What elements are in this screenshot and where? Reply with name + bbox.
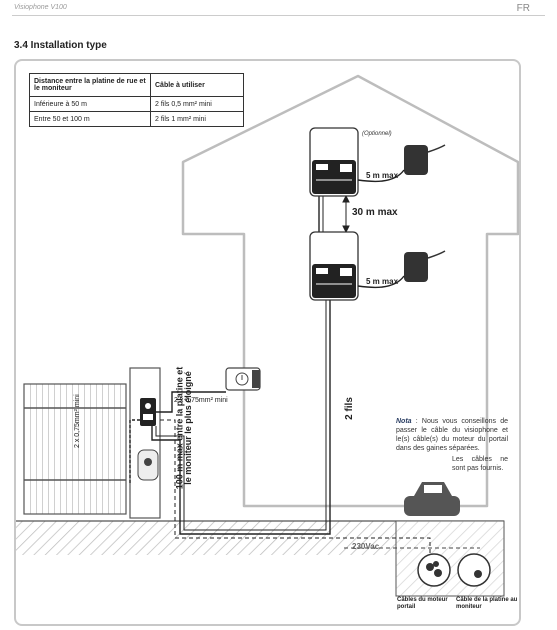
table-cell: 2 fils 1 mm² mini	[150, 111, 244, 127]
table-header-row: Distance entre la platine de rue et le m…	[29, 73, 244, 97]
note-text: Nous vous conseillons de passer le câble…	[396, 418, 508, 452]
car-icon	[404, 482, 460, 516]
monitor-top	[309, 127, 359, 197]
electric-lock	[225, 367, 261, 391]
header-divider	[12, 15, 545, 16]
table-cell: 2 fils 0,5 mm² mini	[150, 96, 244, 112]
table-row: Entre 50 et 100 m 2 fils 1 mm² mini	[29, 111, 244, 127]
cable-motor-label: 2 x 0,75mm² mini	[74, 394, 81, 448]
language-code: FR	[516, 3, 530, 14]
table-header-distance: Distance entre la platine de rue et le m…	[29, 73, 151, 97]
door-station	[140, 398, 156, 426]
table-cell: Inférieure à 50 m	[29, 96, 151, 112]
note-lead: Nota	[396, 418, 412, 425]
wiring	[129, 292, 331, 535]
note-box: Nota : Nous vous conseillons de passer l…	[396, 418, 508, 472]
power-adapter-top	[404, 144, 446, 175]
optional-label: (Optionnel)	[362, 131, 392, 137]
gate-motor	[137, 449, 159, 481]
vac-label: 230Vac	[352, 542, 380, 551]
conduit-motor	[417, 553, 451, 587]
table-row: Inférieure à 50 m 2 fils 0,5 mm² mini	[29, 96, 244, 112]
arrow-30m	[342, 194, 350, 234]
distance-5m-top: 5 m max	[366, 171, 399, 180]
house-outline	[181, 74, 520, 508]
gate	[23, 383, 127, 515]
motor-cable	[160, 419, 431, 555]
cables-motor-label: Câbles du moteur portail	[397, 597, 448, 610]
cable-platine-label: Câble de la platine au moniteur	[456, 597, 518, 610]
gate-pillar	[129, 367, 161, 519]
distance-label-line2: le moniteur le plus éloigné	[182, 371, 193, 485]
table-header-cable: Câble à utiliser	[150, 73, 244, 97]
cable-table: Distance entre la platine de rue et le m…	[29, 73, 244, 127]
product-name: Visiophone V100	[14, 4, 67, 11]
note-text-2: Les câbles ne sont pas fournis.	[452, 456, 508, 472]
distance-5m-bottom: 5 m max	[366, 277, 399, 286]
conduit-platine	[457, 553, 491, 587]
table-cell: Entre 50 et 100 m	[29, 111, 151, 127]
diagram-frame	[14, 59, 521, 626]
section-title: 3.4 Installation type	[14, 40, 107, 51]
distance-30m: 30 m max	[352, 207, 398, 218]
power-adapter-bottom	[404, 250, 446, 282]
monitor-bottom	[309, 231, 359, 301]
two-wires-label: 2 fils	[343, 397, 355, 420]
cable-lock-label: 2 x 0,75mm² mini	[174, 397, 228, 404]
